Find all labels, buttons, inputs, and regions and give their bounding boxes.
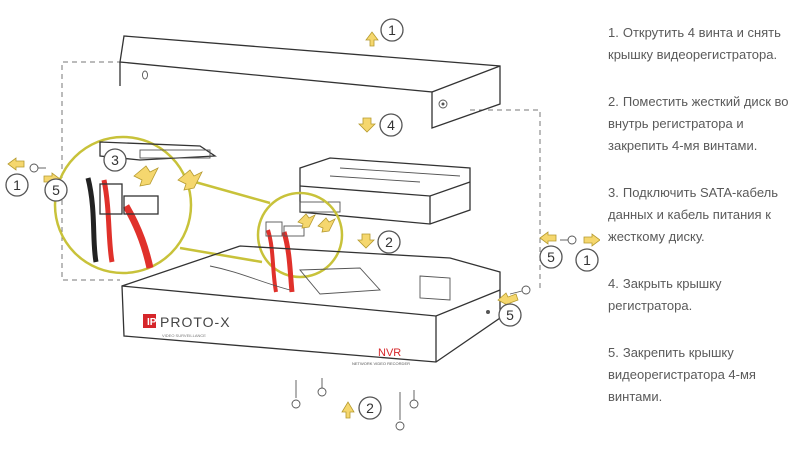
arrow-right-icon: [133, 165, 159, 187]
assembly-guide-lines: [61, 61, 541, 290]
callout-left-out: 1: [5, 173, 29, 197]
callout-top: 1: [380, 18, 404, 42]
svg-text:5: 5: [506, 307, 514, 323]
screw-bottom-3: [395, 392, 405, 431]
callout-left-in: 5: [44, 178, 68, 202]
svg-text:1: 1: [388, 22, 396, 38]
brand-logo-mark: [143, 314, 156, 328]
callout-bottom: 2: [358, 396, 382, 420]
callout-right-in: 5: [539, 245, 563, 269]
svg-text:1: 1: [13, 177, 21, 193]
svg-text:4: 4: [387, 117, 395, 133]
arrow-up-icon: [365, 31, 379, 47]
screw-bottom-2: [317, 378, 327, 397]
svg-text:5: 5: [547, 249, 555, 265]
arrow-right-icon: [583, 233, 600, 247]
callout-zoom: 3: [103, 148, 127, 172]
arrow-right-icon: [177, 169, 203, 191]
instruction-step: 3.Подключить SATA-кабель данных и кабель…: [608, 185, 778, 244]
screw-right-lower: [509, 285, 531, 295]
instruction-list: 1.Открутить 4 винта и снять крышку видео…: [608, 22, 798, 433]
sata-connectors-small: [265, 221, 305, 293]
callout-right-out: 1: [575, 248, 599, 272]
model-label: NVR: [378, 347, 401, 359]
brand-name: PROTO-X: [160, 314, 231, 330]
svg-text:2: 2: [366, 400, 374, 416]
svg-text:5: 5: [52, 182, 60, 198]
instruction-step: 4.Закрыть крышку регистратора.: [608, 276, 722, 313]
arrow-left-icon: [539, 231, 557, 245]
nvr-chassis: [121, 245, 501, 363]
svg-text:3: 3: [111, 152, 119, 168]
screw-bottom-1: [291, 380, 301, 409]
zoom-detail-lens: [53, 135, 344, 279]
svg-text:1: 1: [583, 252, 591, 268]
front-panel-branding: IP PROTO-X VIDEO SURVEILLANCE NVR NETWOR…: [143, 314, 410, 366]
screw-right: [560, 235, 577, 245]
arrow-right-icon: [297, 213, 316, 229]
hard-disk-drive: [299, 157, 471, 225]
brand-subtitle: VIDEO SURVEILLANCE: [162, 333, 206, 338]
callout-hdd-down: 2: [377, 230, 401, 254]
device-cover: [119, 35, 501, 129]
instruction-step: 1.Открутить 4 винта и снять крышку видео…: [608, 25, 781, 62]
svg-text:2: 2: [385, 234, 393, 250]
svg-text:IP: IP: [147, 317, 157, 328]
screws: [29, 163, 577, 431]
screw-bottom-4: [409, 390, 419, 409]
screw-left: [29, 163, 46, 173]
arrow-right-icon: [317, 217, 336, 233]
hdd-installation-diagram: IP PROTO-X VIDEO SURVEILLANCE NVR NETWOR…: [5, 18, 600, 431]
arrow-up-icon: [341, 401, 355, 419]
model-subtitle: NETWORK VIDEO RECORDER: [352, 361, 410, 366]
sata-connectors-zoomed: [85, 141, 217, 269]
direction-arrows: [7, 31, 600, 419]
arrow-left-icon: [7, 157, 25, 171]
arrow-down-icon: [357, 233, 375, 249]
callout-right-lower: 5: [498, 303, 522, 327]
instruction-step: 2.Поместить жесткий диск во внутрь регис…: [608, 94, 789, 153]
instruction-step: 5.Закрепить крышку видеорегистратора 4-м…: [608, 345, 756, 404]
callout-cover-down: 4: [379, 113, 403, 137]
arrow-down-icon: [358, 117, 376, 133]
